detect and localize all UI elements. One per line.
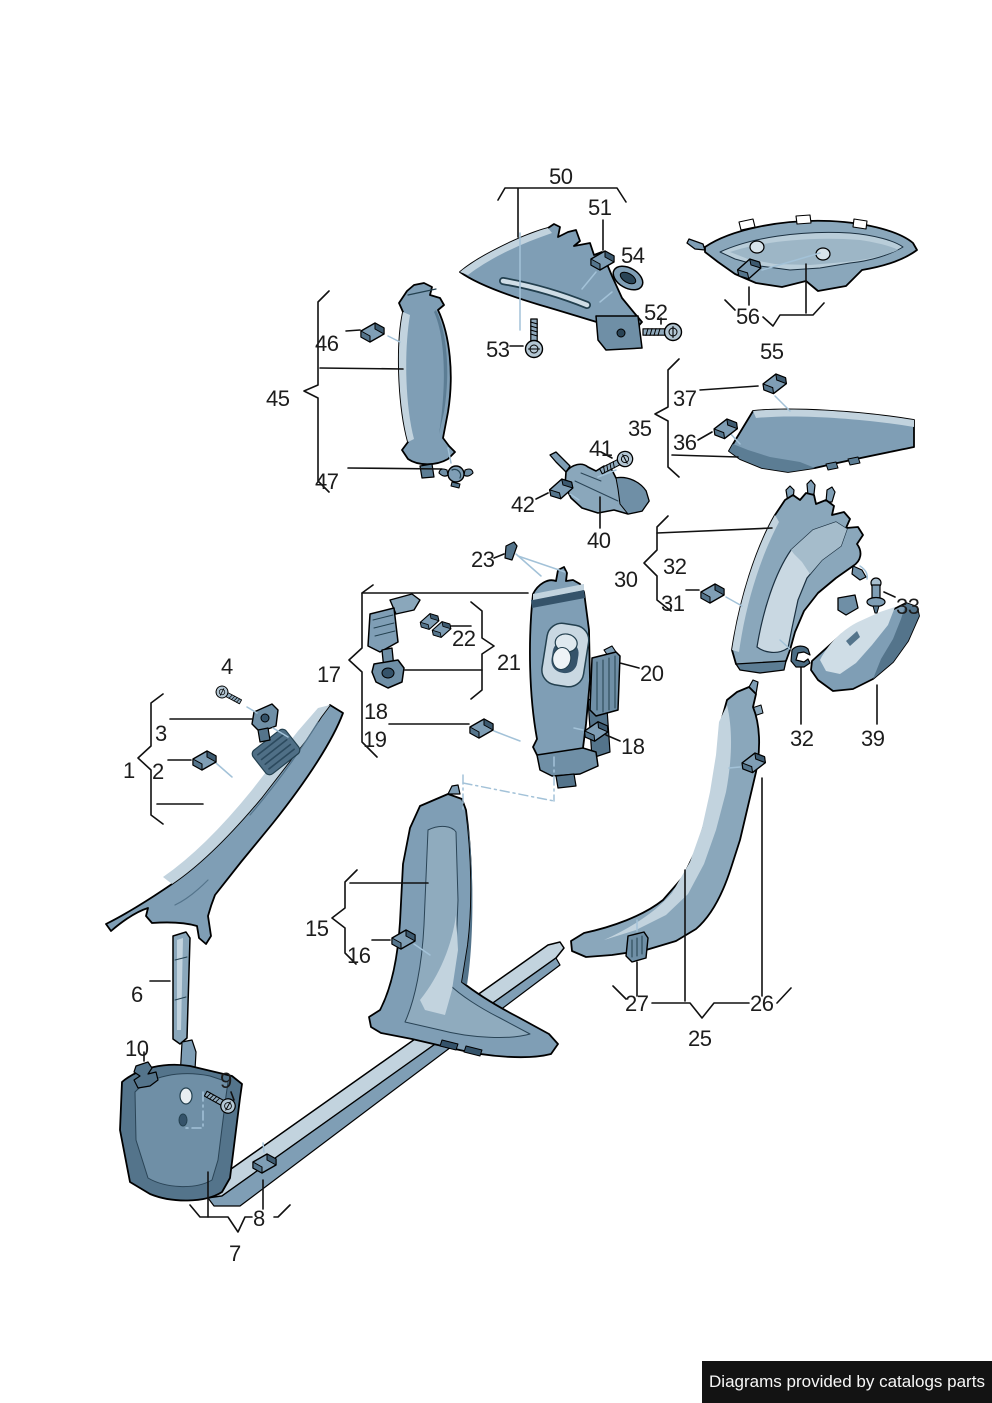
rear-sill-trim-part25 (570, 679, 764, 958)
callout-50[interactable]: 50 (549, 164, 573, 189)
pin-part4 (213, 683, 244, 708)
provider-banner: Diagrams provided by catalogs parts (702, 1361, 992, 1403)
callout-3[interactable]: 3 (155, 721, 167, 746)
callout-10[interactable]: 10 (125, 1036, 149, 1061)
clip-part46 (360, 322, 385, 343)
callout-33[interactable]: 33 (896, 594, 920, 619)
clips-part22 (418, 611, 453, 640)
callout-25[interactable]: 25 (688, 1026, 712, 1051)
callout-47[interactable]: 47 (315, 469, 339, 494)
a-pillar-trim-part1 (105, 704, 344, 945)
fasteners (133, 250, 886, 1174)
push-pin-part33 (866, 577, 886, 614)
clip-part32-lower (790, 645, 811, 668)
callout-39[interactable]: 39 (861, 726, 885, 751)
callout-27[interactable]: 27 (625, 991, 649, 1016)
callout-6[interactable]: 6 (131, 982, 143, 1007)
callout-17[interactable]: 17 (317, 662, 341, 687)
callout-32-upper[interactable]: 32 (663, 554, 687, 579)
callout-1[interactable]: 1 (123, 758, 135, 783)
trim-strip-part23 (504, 541, 518, 561)
b-pillar-upper-trim-part45 (397, 282, 456, 479)
clip-part2 (192, 750, 217, 771)
callout-31[interactable]: 31 (661, 591, 685, 616)
assembly-alignment-lines (185, 232, 868, 1153)
callout-22[interactable]: 22 (452, 626, 476, 651)
quarter-lower-trim-part39 (810, 602, 920, 692)
clip-part37 (761, 372, 789, 396)
callout-18-right[interactable]: 18 (621, 734, 645, 759)
callout-23[interactable]: 23 (471, 547, 495, 572)
callout-35[interactable]: 35 (628, 416, 652, 441)
callout-54[interactable]: 54 (621, 243, 645, 268)
mounting-bracket-part17 (367, 593, 421, 689)
callout-2[interactable]: 2 (152, 759, 164, 784)
callout-36[interactable]: 36 (673, 430, 697, 455)
callout-9[interactable]: 9 (220, 1068, 232, 1093)
parts-artwork (105, 214, 920, 1207)
b-pillar-upper-trim-part21 (529, 566, 611, 789)
clip-part31 (700, 583, 725, 604)
callout-20[interactable]: 20 (640, 661, 664, 686)
quarter-upper-trim-part35 (728, 408, 915, 473)
callout-46[interactable]: 46 (315, 331, 339, 356)
callout-leader-lines (137, 187, 896, 1233)
clip-part36 (712, 417, 740, 441)
callout-41[interactable]: 41 (589, 436, 613, 461)
callout-16[interactable]: 16 (347, 943, 371, 968)
rear-roof-trim-part55 (686, 214, 918, 292)
callout-37[interactable]: 37 (673, 386, 697, 411)
callout-4[interactable]: 4 (221, 654, 233, 679)
a-pillar-lower-strip-part6 (172, 931, 197, 1091)
callout-8[interactable]: 8 (253, 1206, 265, 1231)
callout-26[interactable]: 26 (750, 991, 774, 1016)
a-pillar-upper-trim-part50 (459, 223, 643, 351)
screw-part52 (642, 322, 683, 342)
callout-15[interactable]: 15 (305, 916, 329, 941)
oval-clip-part54 (612, 265, 644, 291)
callout-21[interactable]: 21 (497, 650, 521, 675)
callout-53[interactable]: 53 (486, 337, 510, 362)
callout-30[interactable]: 30 (614, 567, 638, 592)
bracket-part20 (589, 645, 621, 717)
screw-part53 (524, 318, 544, 359)
bracket-part40 (549, 451, 650, 515)
callout-55[interactable]: 55 (760, 339, 784, 364)
callout-18-left[interactable]: 18 (364, 699, 388, 724)
callout-19[interactable]: 19 (363, 727, 387, 752)
callout-42[interactable]: 42 (511, 492, 535, 517)
callout-51[interactable]: 51 (588, 195, 612, 220)
clip-part27 (625, 931, 649, 963)
callout-32-lower[interactable]: 32 (790, 726, 814, 751)
grommet-part47 (438, 465, 474, 489)
clip-bracket-part3 (251, 703, 279, 743)
c-pillar-trim-part30 (731, 479, 867, 674)
clip-part18-left (469, 718, 494, 739)
callout-52[interactable]: 52 (644, 300, 668, 325)
callout-40[interactable]: 40 (587, 528, 611, 553)
callout-45[interactable]: 45 (266, 386, 290, 411)
clip-part10 (133, 1061, 159, 1089)
b-pillar-lower-trim-part15 (368, 784, 559, 1059)
callout-56[interactable]: 56 (736, 304, 760, 329)
callout-7[interactable]: 7 (229, 1241, 241, 1266)
